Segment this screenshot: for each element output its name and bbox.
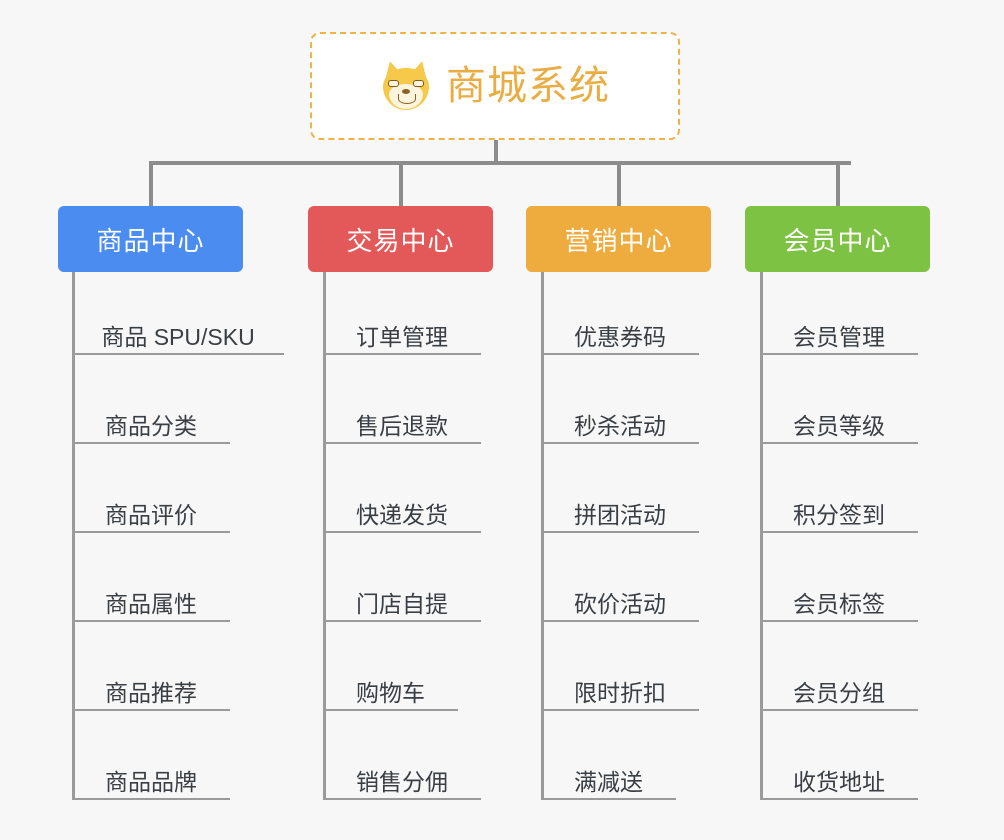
leaf-item-label: 积分签到 (793, 501, 885, 528)
leaf-item[interactable]: 会员管理 (760, 301, 918, 355)
leaf-item[interactable]: 快递发货 (323, 479, 481, 533)
connector-drop-product-center (148, 161, 153, 207)
leaf-item[interactable]: 门店自提 (323, 568, 481, 622)
leaf-item[interactable]: 商品 SPU/SKU (72, 301, 284, 355)
connector-drop-marketing-center (616, 161, 621, 207)
leaf-item-label: 秒杀活动 (574, 412, 666, 439)
leaf-item[interactable]: 满减送 (541, 746, 676, 800)
leaf-item-label: 购物车 (356, 679, 425, 706)
leaf-item[interactable]: 限时折扣 (541, 657, 699, 711)
leaf-item-label: 会员管理 (793, 323, 885, 350)
leaf-item-label: 订单管理 (356, 323, 448, 350)
leaf-item[interactable]: 售后退款 (323, 390, 481, 444)
leaf-item-label: 商品分类 (105, 412, 197, 439)
category-header-product-center[interactable]: 商品中心 (58, 206, 243, 272)
leaf-item[interactable]: 优惠券码 (541, 301, 699, 355)
category-header-label: 商品中心 (96, 225, 205, 256)
column-spine-member-center (760, 272, 763, 800)
leaf-item[interactable]: 销售分佣 (323, 746, 481, 800)
leaf-item[interactable]: 商品分类 (72, 390, 230, 444)
root-node[interactable]: 商城系统 (310, 32, 680, 140)
leaf-item-label: 收货地址 (793, 768, 885, 795)
connector-drop-member-center (835, 161, 840, 207)
leaf-item-label: 门店自提 (356, 590, 448, 617)
leaf-item[interactable]: 会员标签 (760, 568, 918, 622)
category-header-marketing-center[interactable]: 营销中心 (526, 206, 711, 272)
leaf-item-label: 优惠券码 (574, 323, 666, 350)
leaf-item[interactable]: 商品推荐 (72, 657, 230, 711)
column-spine-product-center (72, 272, 75, 800)
shiba-dog-face-icon (380, 59, 432, 112)
leaf-item[interactable]: 秒杀活动 (541, 390, 699, 444)
leaf-item[interactable]: 砍价活动 (541, 568, 699, 622)
category-header-label: 营销中心 (564, 225, 673, 256)
leaf-item-label: 限时折扣 (574, 679, 666, 706)
column-spine-marketing-center (541, 272, 544, 800)
leaf-item[interactable]: 购物车 (323, 657, 458, 711)
leaf-item-label: 砍价活动 (574, 590, 666, 617)
leaf-item-label: 会员标签 (793, 590, 885, 617)
column-spine-trade-center (323, 272, 326, 800)
leaf-item[interactable]: 拼团活动 (541, 479, 699, 533)
leaf-item-label: 会员等级 (793, 412, 885, 439)
leaf-item[interactable]: 积分签到 (760, 479, 918, 533)
leaf-item[interactable]: 收货地址 (760, 746, 918, 800)
category-header-trade-center[interactable]: 交易中心 (308, 206, 493, 272)
leaf-item[interactable]: 商品品牌 (72, 746, 230, 800)
category-header-label: 交易中心 (346, 225, 455, 256)
leaf-item-label: 商品 SPU/SKU (101, 323, 255, 350)
leaf-item[interactable]: 订单管理 (323, 301, 481, 355)
leaf-item-label: 商品品牌 (105, 768, 197, 795)
category-header-member-center[interactable]: 会员中心 (745, 206, 930, 272)
leaf-item-label: 满减送 (574, 768, 643, 795)
leaf-item[interactable]: 商品属性 (72, 568, 230, 622)
category-header-label: 会员中心 (783, 225, 892, 256)
leaf-item-label: 拼团活动 (574, 501, 666, 528)
leaf-item-label: 商品评价 (105, 501, 197, 528)
root-connector-bar (149, 161, 851, 165)
leaf-item-label: 商品推荐 (105, 679, 197, 706)
root-title: 商城系统 (446, 64, 610, 108)
leaf-item-label: 售后退款 (356, 412, 448, 439)
leaf-item-label: 快递发货 (356, 501, 448, 528)
leaf-item-label: 商品属性 (105, 590, 197, 617)
leaf-item-label: 会员分组 (793, 679, 885, 706)
connector-drop-trade-center (398, 161, 403, 207)
root-connector-stem (494, 140, 498, 163)
leaf-item[interactable]: 会员等级 (760, 390, 918, 444)
leaf-item-label: 销售分佣 (356, 768, 448, 795)
leaf-item[interactable]: 会员分组 (760, 657, 918, 711)
leaf-item[interactable]: 商品评价 (72, 479, 230, 533)
